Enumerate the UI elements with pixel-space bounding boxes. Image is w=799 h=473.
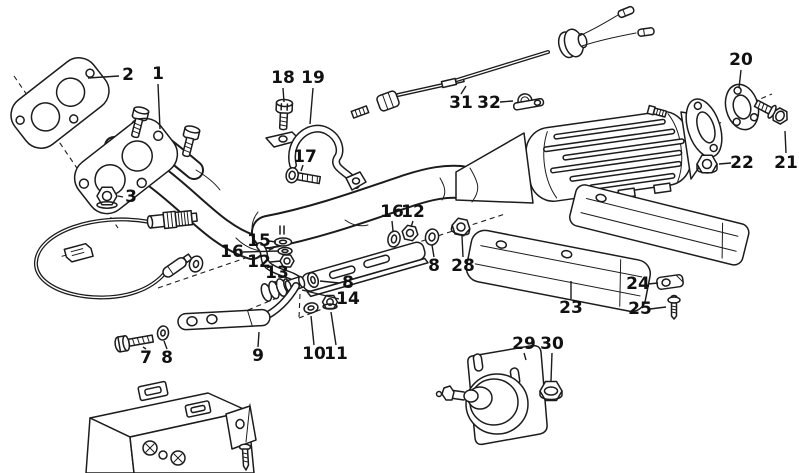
leader-line-part-30 <box>550 352 553 382</box>
part-label-10: 10 <box>302 344 326 364</box>
leader-line-part-16 <box>391 220 394 232</box>
leader-line-part-19 <box>309 87 314 125</box>
support-bar-part-9-arm <box>301 241 429 298</box>
heat-shield-part-23 <box>465 229 651 313</box>
leader-line-part-1 <box>157 83 161 130</box>
screw-part-25 <box>667 294 681 320</box>
leader-line-part-14 <box>301 289 340 300</box>
hanger-strap <box>256 242 304 285</box>
clamp-bolt-part-18 <box>275 98 294 131</box>
gasket-part-20 <box>724 83 760 131</box>
part-label-1: 1 <box>152 64 164 84</box>
leader-line-part-8 <box>431 244 435 258</box>
bracket-part-9 <box>177 282 300 331</box>
nut-part-3 <box>96 186 118 209</box>
washer-part-8 <box>306 271 320 289</box>
leader-line-part-13 <box>274 280 277 286</box>
leader-line-part-9 <box>257 331 260 348</box>
leader-line-part-12 <box>410 220 414 228</box>
nut-part-22 <box>696 154 718 174</box>
cable-clamp-part-32 <box>512 93 545 111</box>
leader-line-part-24 <box>647 282 659 285</box>
washer-part-10 <box>303 302 319 314</box>
bolt-part-21 <box>753 99 788 125</box>
part-label-13: 13 <box>265 263 289 283</box>
bolt-part-7 <box>114 334 155 353</box>
part-label-8: 8 <box>428 256 440 276</box>
part-label-12: 12 <box>247 252 271 272</box>
extension-cable-part-31 <box>350 5 655 119</box>
leader-lines <box>87 69 787 382</box>
pipe-stud <box>181 125 201 158</box>
pipe-clamp-part-19 <box>288 124 367 191</box>
heat-shield-upper <box>568 184 750 266</box>
leader-line-part-8 <box>319 280 340 284</box>
cable-clip-part-5 <box>61 242 94 263</box>
washer-part-16 <box>387 230 401 248</box>
part-label-8: 8 <box>161 348 173 368</box>
oxygen-sensor-part-4 <box>33 209 198 300</box>
part-label-16: 16 <box>220 242 244 262</box>
leader-line-part-11 <box>330 311 337 346</box>
nut-part-12 <box>401 224 419 242</box>
leader-line-part-18 <box>282 87 285 103</box>
vibration-mount-part-29 <box>435 344 548 446</box>
leader-line-part-25 <box>649 306 667 310</box>
part-label-22: 22 <box>730 153 754 173</box>
part-label-20: 20 <box>729 50 753 70</box>
leader-line-part-29 <box>523 352 527 361</box>
leader-line-part-12 <box>269 260 282 263</box>
part-label-18: 18 <box>271 68 295 88</box>
part-label-24: 24 <box>626 274 650 294</box>
part-label-14: 14 <box>336 289 360 309</box>
part-label-12: 12 <box>401 202 425 222</box>
part-label-29: 29 <box>512 334 536 354</box>
part-label-3: 3 <box>125 187 137 207</box>
part-label-16: 16 <box>380 202 404 222</box>
washer-part-6 <box>188 255 204 273</box>
leader-line-part-7 <box>142 346 147 350</box>
leader-line-part-3 <box>117 195 124 198</box>
leader-line-part-17 <box>300 164 304 172</box>
clamp-bolt-part-17 <box>285 167 322 185</box>
part-label-7: 7 <box>140 348 152 368</box>
part-label-9: 9 <box>252 346 264 366</box>
gasket-part-2 <box>10 57 110 149</box>
part-label-28: 28 <box>451 256 475 276</box>
leader-line-part-10 <box>310 315 315 346</box>
part-label-21: 21 <box>774 153 798 173</box>
part-label-31: 31 <box>449 93 473 113</box>
leader-line-part-32 <box>499 100 514 103</box>
part-label-32: 32 <box>477 93 501 113</box>
nut-part-28 <box>450 217 471 237</box>
part-label-8: 8 <box>342 273 354 293</box>
nut-part-30 <box>539 380 563 402</box>
washer-part-8-low <box>156 325 170 341</box>
leader-line-part-28 <box>461 235 464 258</box>
leader-line-part-16 <box>242 250 280 253</box>
control-unit-box <box>85 380 257 473</box>
clip-part-24 <box>656 274 684 290</box>
part-label-11: 11 <box>324 344 348 364</box>
leader-line-part-2 <box>87 75 120 79</box>
part-label-30: 30 <box>540 334 564 354</box>
pipe-stud <box>130 106 150 139</box>
leader-line-part-21 <box>784 130 787 154</box>
leader-line-part-22 <box>718 162 732 165</box>
part-label-17: 17 <box>293 147 317 167</box>
washer-part-8-mid <box>424 228 440 246</box>
part-label-25: 25 <box>628 299 652 319</box>
leader-line-part-20 <box>738 69 742 89</box>
leader-line-part-15 <box>268 240 277 243</box>
part-label-15: 15 <box>247 231 271 251</box>
leader-line-part-8 <box>163 340 168 350</box>
part-label-23: 23 <box>559 298 583 318</box>
part-label-2: 2 <box>122 65 134 85</box>
leader-line-part-31 <box>460 85 467 95</box>
part-label-19: 19 <box>301 68 325 88</box>
catalytic-converter <box>455 98 723 205</box>
